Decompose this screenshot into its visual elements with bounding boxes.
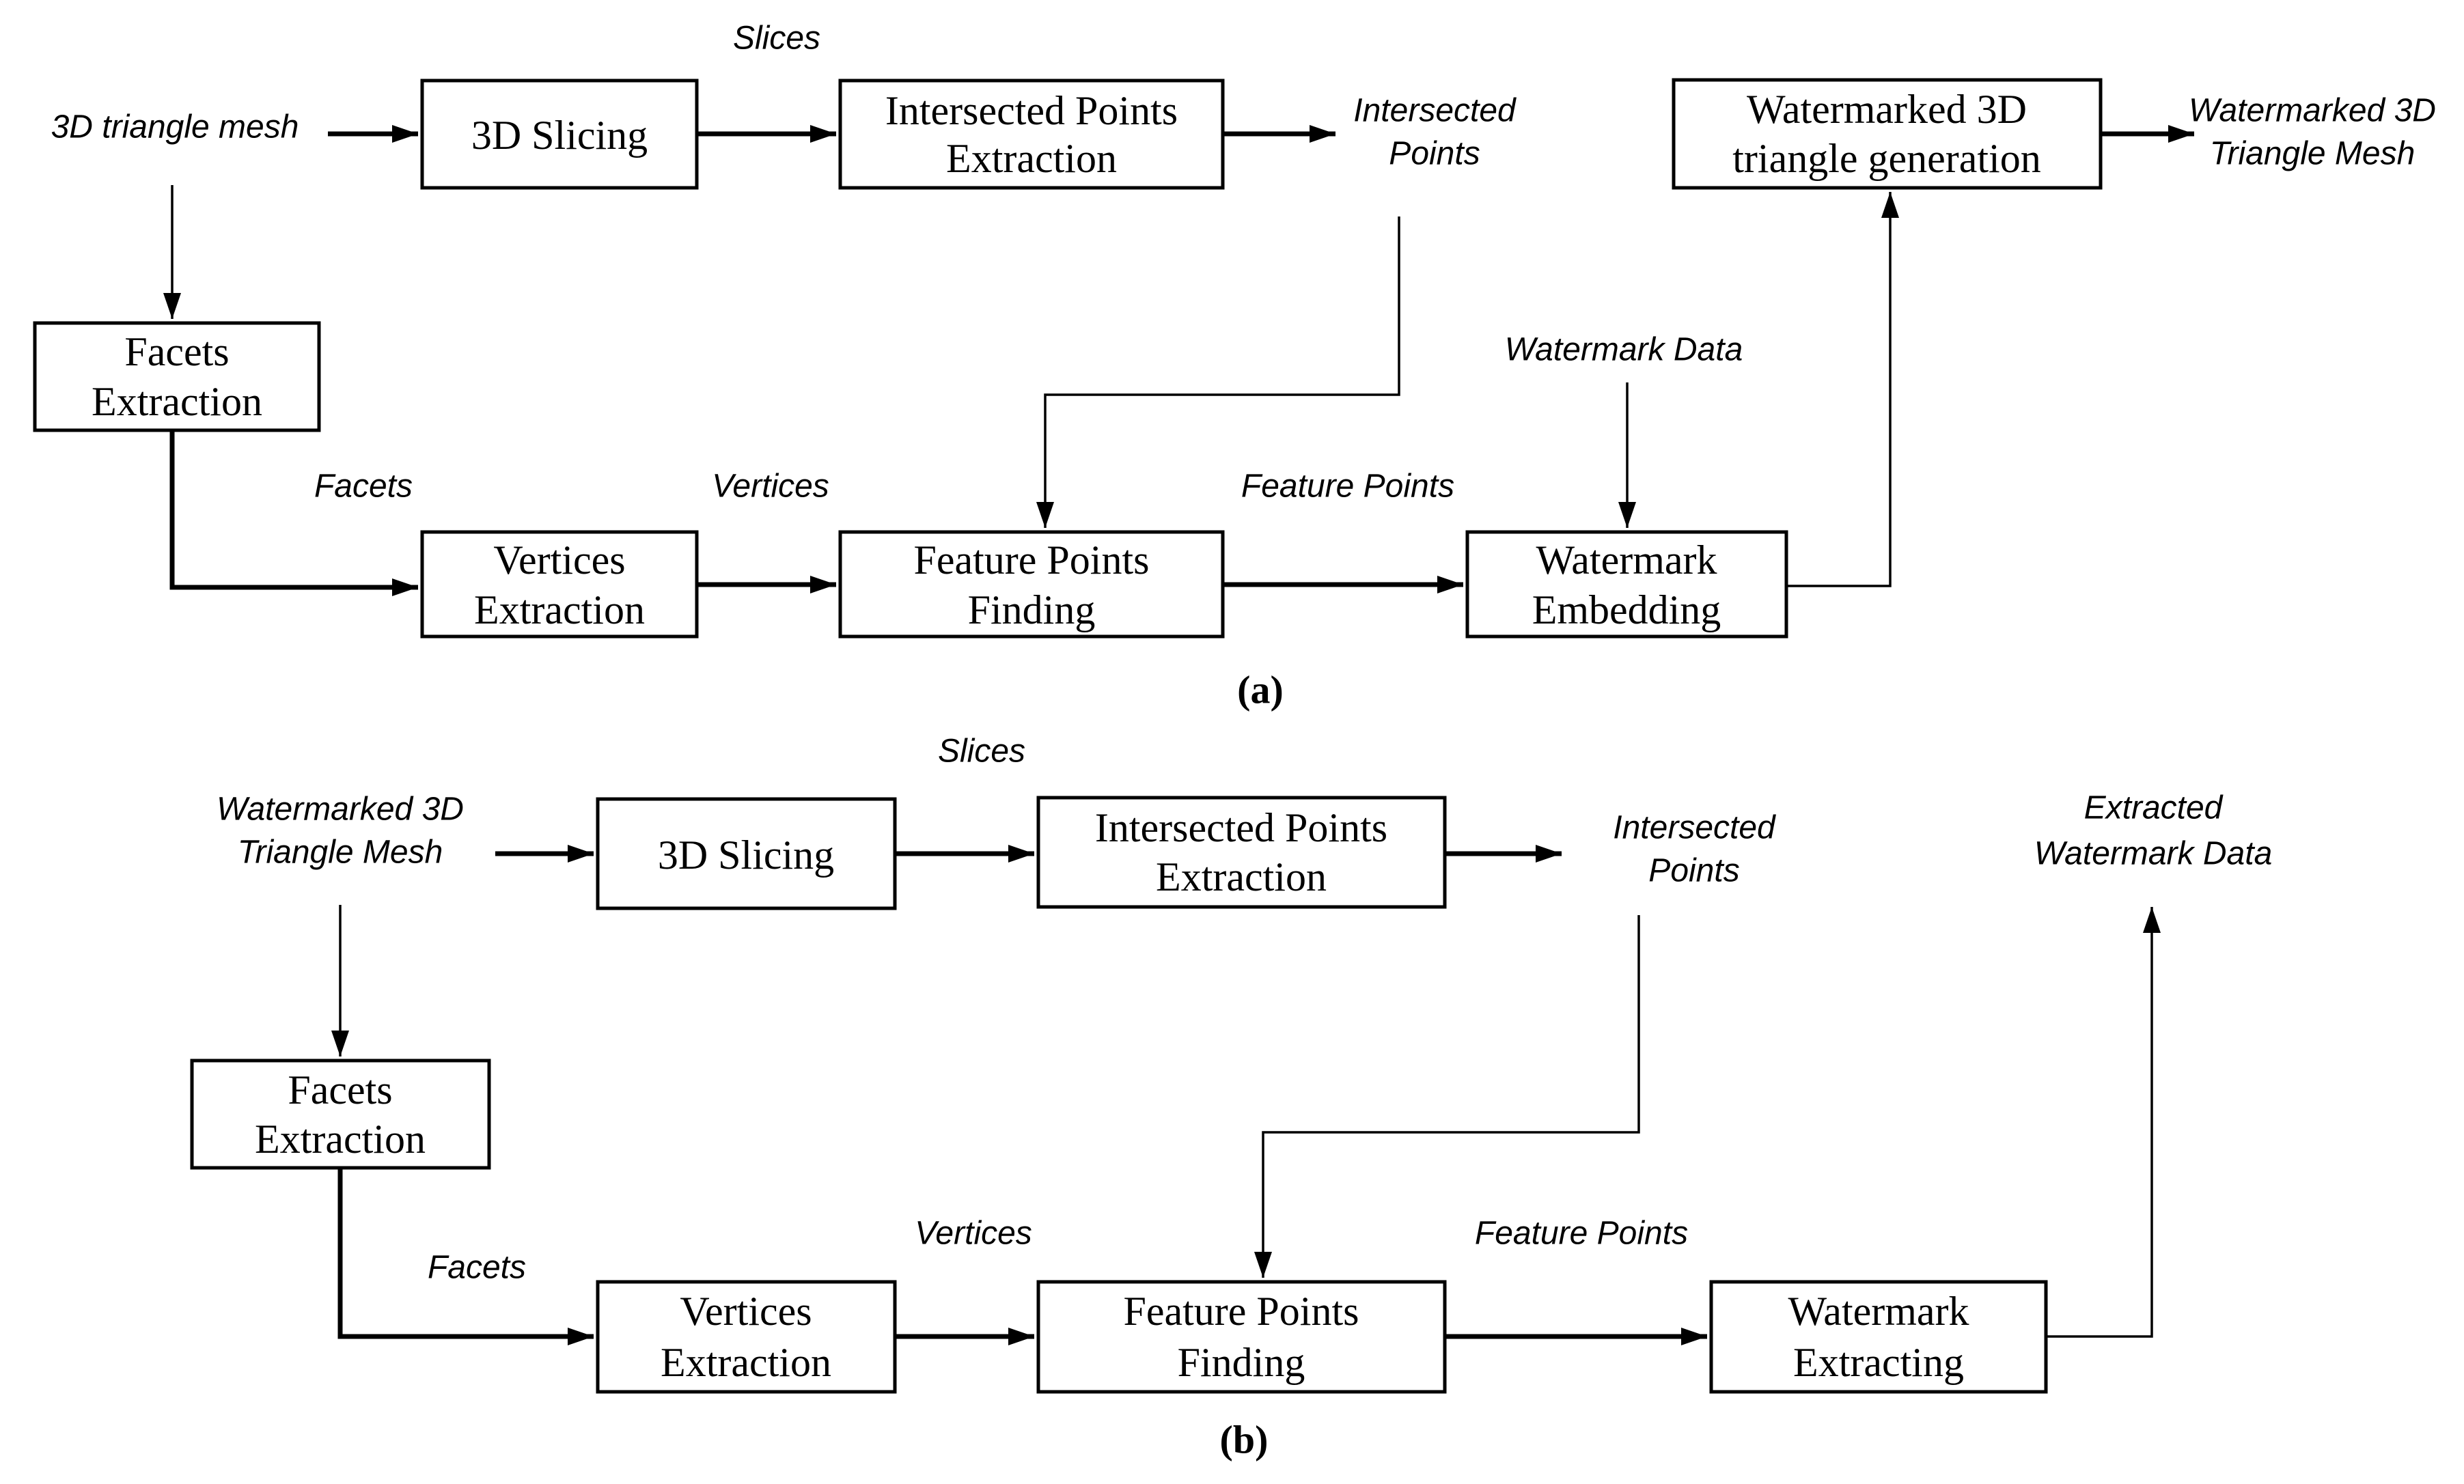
b-box-facets-label-line2: Extraction bbox=[255, 1117, 426, 1162]
a-box-wtg-label-line2: triangle generation bbox=[1732, 136, 2040, 181]
b-intersected-points-label: Intersected Points bbox=[1613, 810, 1776, 889]
a-box-vertices-label-line1: Vertices bbox=[493, 537, 625, 583]
a-box-ipe-label-line1: Intersected Points bbox=[885, 88, 1178, 133]
b-box-facets-label-line1: Facets bbox=[288, 1067, 392, 1112]
b-box-feature-points-finding: Feature Points Finding bbox=[1036, 1280, 1447, 1394]
b-output-label-line2: Watermark Data bbox=[2034, 836, 2273, 872]
a-intersected-points-line1: Intersected bbox=[1353, 93, 1517, 129]
a-box-wtg-label-line1: Watermarked 3D bbox=[1747, 87, 2027, 132]
a-slices-label: Slices bbox=[733, 20, 820, 57]
a-output-label-line1: Watermarked 3D bbox=[2189, 93, 2436, 129]
b-intersected-points-line1: Intersected bbox=[1613, 810, 1776, 846]
b-input-label-line1: Watermarked 3D bbox=[217, 792, 464, 828]
b-box-fpf-rect bbox=[1036, 1280, 1447, 1394]
a-box-vertices-extraction: Vertices Extraction bbox=[420, 530, 699, 639]
b-input-label-line2: Triangle Mesh bbox=[238, 835, 443, 871]
a-box-fpf-label-line1: Feature Points bbox=[914, 537, 1150, 583]
a-panel-caption: (a) bbox=[1237, 668, 1284, 712]
a-box-fpf-label-line2: Finding bbox=[968, 587, 1096, 632]
b-feature-points-label: Feature Points bbox=[1475, 1216, 1688, 1252]
b-box-ipe-label-line1: Intersected Points bbox=[1095, 805, 1387, 850]
a-vertices-label: Vertices bbox=[712, 468, 829, 505]
a-box-embedding-rect bbox=[1465, 530, 1788, 639]
b-box-intersected-points-extraction: Intersected Points Extraction bbox=[1036, 796, 1447, 909]
a-facets-label: Facets bbox=[314, 468, 413, 505]
a-box-vertices-rect bbox=[420, 530, 699, 639]
b-output-extracted-watermark-label: Extracted Watermark Data bbox=[2034, 790, 2273, 872]
b-box-vertices-label-line2: Extraction bbox=[661, 1340, 831, 1385]
b-box-watermark-extracting: Watermark Extracting bbox=[1709, 1280, 2048, 1394]
a-box-ipe-label-line2: Extraction bbox=[946, 136, 1117, 181]
a-box-embedding-label-line2: Embedding bbox=[1532, 587, 1721, 632]
b-elbow-intersected-points-to-fpf bbox=[1254, 915, 1640, 1278]
a-box-3d-slicing: 3D Slicing bbox=[420, 79, 699, 190]
a-box-watermarked-triangle-generation: Watermarked 3D triangle generation bbox=[1672, 78, 2103, 190]
b-intersected-points-line2: Points bbox=[1648, 853, 1739, 889]
b-box-fpf-label-line1: Feature Points bbox=[1124, 1289, 1359, 1334]
a-box-feature-points-finding: Feature Points Finding bbox=[838, 530, 1225, 639]
a-box-wtg-rect bbox=[1672, 78, 2103, 190]
b-box-3d-slicing-rect bbox=[596, 797, 897, 910]
a-box-watermark-embedding: Watermark Embedding bbox=[1465, 530, 1788, 639]
b-panel-caption: (b) bbox=[1220, 1418, 1269, 1462]
a-output-mesh-label: Watermarked 3D Triangle Mesh bbox=[2189, 93, 2436, 172]
b-elbow-extracting-to-output bbox=[2046, 907, 2161, 1338]
a-box-facets-rect bbox=[33, 321, 321, 432]
b-elbow-facets-to-vertices bbox=[337, 1168, 594, 1345]
b-box-ipe-rect bbox=[1036, 796, 1447, 909]
a-box-ipe-rect bbox=[838, 79, 1225, 190]
b-slices-label: Slices bbox=[938, 733, 1025, 770]
a-elbow-intersected-points-to-fpf bbox=[1036, 216, 1400, 528]
a-box-embedding-label-line1: Watermark bbox=[1536, 537, 1717, 583]
a-box-intersected-points-extraction: Intersected Points Extraction bbox=[838, 79, 1225, 190]
b-box-vertices-rect bbox=[596, 1280, 897, 1394]
b-box-fpf-label-line2: Finding bbox=[1178, 1340, 1305, 1385]
a-intersected-points-label: Intersected Points bbox=[1353, 93, 1517, 172]
b-box-vertices-label-line1: Vertices bbox=[680, 1289, 812, 1334]
b-box-extracting-label-line1: Watermark bbox=[1788, 1289, 1969, 1334]
panel-a-embedding: 3D triangle mesh 3D Slicing Slices Inter… bbox=[33, 20, 2436, 712]
b-input-mesh-label: Watermarked 3D Triangle Mesh bbox=[217, 792, 464, 871]
b-box-3d-slicing: 3D Slicing bbox=[596, 797, 897, 910]
a-box-vertices-label-line2: Extraction bbox=[474, 587, 645, 632]
a-box-3d-slicing-label: 3D Slicing bbox=[471, 113, 648, 158]
a-input-mesh-label: 3D triangle mesh bbox=[51, 109, 299, 145]
a-box-fpf-rect bbox=[838, 530, 1225, 639]
b-box-facets-extraction: Facets Extraction bbox=[190, 1059, 491, 1170]
panel-b-extraction: Watermarked 3D Triangle Mesh 3D Slicing … bbox=[190, 733, 2273, 1462]
b-output-label-line1: Extracted bbox=[2084, 790, 2224, 826]
a-intersected-points-line2: Points bbox=[1389, 136, 1480, 172]
a-box-facets-label-line1: Facets bbox=[124, 329, 229, 374]
a-elbow-embedding-to-wtg bbox=[1786, 192, 1899, 587]
a-elbow-facets-to-vertices bbox=[169, 430, 418, 596]
a-box-facets-label-line2: Extraction bbox=[92, 379, 262, 424]
a-watermark-data-label: Watermark Data bbox=[1505, 332, 1743, 368]
b-box-vertices-extraction: Vertices Extraction bbox=[596, 1280, 897, 1394]
b-facets-label: Facets bbox=[428, 1250, 526, 1286]
b-box-ipe-label-line2: Extraction bbox=[1156, 854, 1327, 899]
b-box-extracting-label-line2: Extracting bbox=[1793, 1340, 1964, 1385]
b-box-3d-slicing-label: 3D Slicing bbox=[658, 832, 834, 878]
a-feature-points-label: Feature Points bbox=[1241, 468, 1454, 505]
a-output-label-line2: Triangle Mesh bbox=[2210, 136, 2415, 172]
b-vertices-label: Vertices bbox=[915, 1216, 1032, 1252]
a-box-facets-extraction: Facets Extraction bbox=[33, 321, 321, 432]
